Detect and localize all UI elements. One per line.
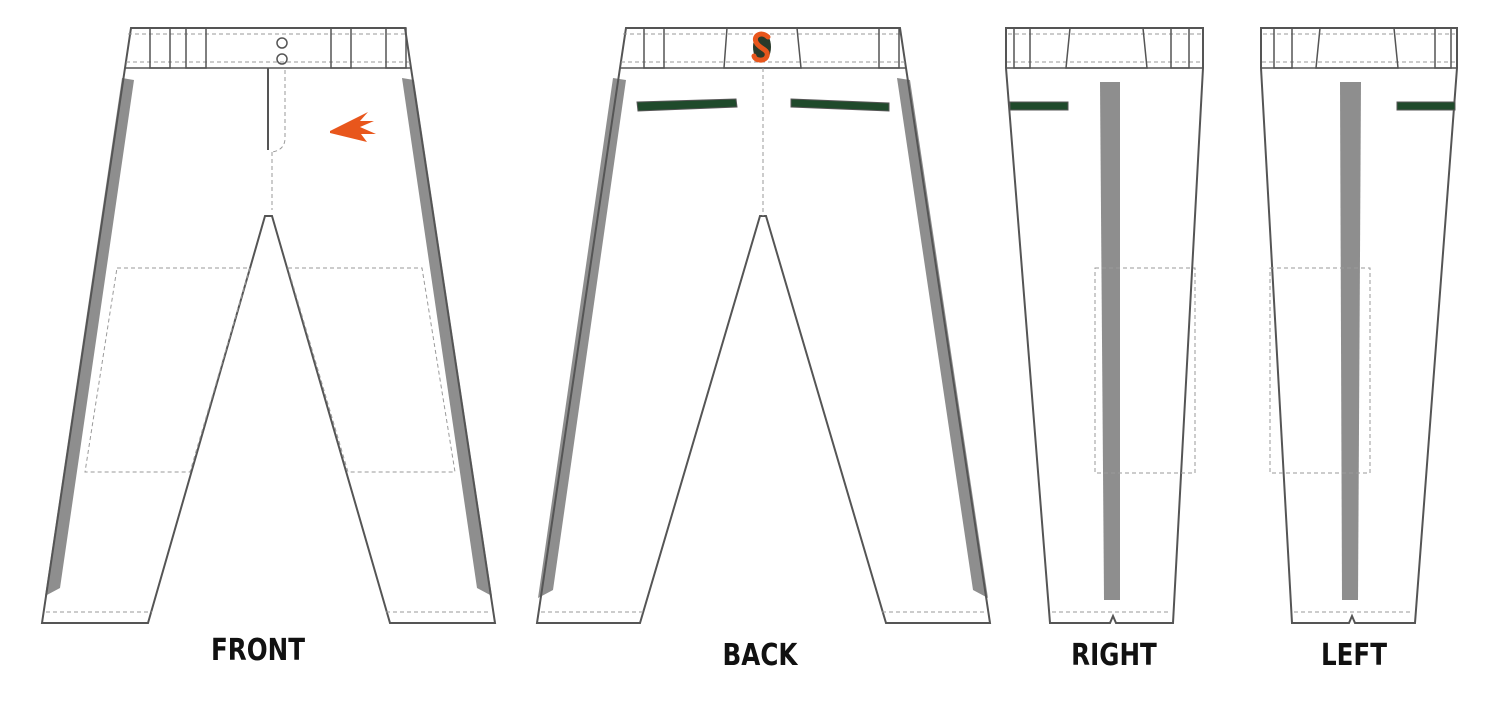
left-yoke-tab xyxy=(1315,27,1399,69)
front-button-top xyxy=(276,37,288,49)
back-belt-loop-left xyxy=(643,27,665,69)
left-knee-panel xyxy=(1269,267,1371,474)
back-view-label: BACK xyxy=(722,638,798,673)
left-belt-loop-back xyxy=(1273,27,1293,69)
right-pants-outline xyxy=(1005,27,1204,624)
front-belt-loop-1 xyxy=(149,27,171,69)
front-belt-loop-3 xyxy=(330,27,352,69)
front-belt-loop-2 xyxy=(185,27,207,69)
right-view-label: RIGHT xyxy=(1071,638,1157,673)
left-belt-loop-front xyxy=(1434,27,1452,69)
front-button-bottom xyxy=(276,53,288,65)
front-pants-outline xyxy=(40,27,497,624)
back-view xyxy=(535,27,992,624)
back-left-pocket-welt xyxy=(636,98,738,112)
right-yoke-tab xyxy=(1065,27,1148,69)
back-center-tab xyxy=(723,27,802,69)
front-fly-stitch xyxy=(271,70,286,153)
trident-arrow-icon xyxy=(330,112,376,142)
front-left-knee-panel xyxy=(84,267,251,473)
back-right-pocket-welt xyxy=(790,98,890,112)
left-pants-outline xyxy=(1260,27,1458,624)
back-right-side-stripe xyxy=(897,78,988,598)
front-belt-loop-4 xyxy=(385,27,407,69)
left-view xyxy=(1260,27,1458,624)
right-belt-loop-back xyxy=(1170,27,1190,69)
left-view-label: LEFT xyxy=(1320,638,1388,673)
left-pocket-welt xyxy=(1396,101,1456,111)
right-view xyxy=(1005,27,1204,624)
right-side-stripe xyxy=(1100,82,1120,600)
front-right-knee-panel xyxy=(287,267,456,473)
front-right-side-stripe xyxy=(402,78,492,596)
back-pants-outline xyxy=(535,27,992,624)
letter-s-icon xyxy=(751,31,771,63)
back-belt-loop-right xyxy=(878,27,900,69)
front-left-side-stripe xyxy=(45,78,134,596)
right-belt-loop-front xyxy=(1013,27,1031,69)
front-view-label: FRONT xyxy=(210,633,306,668)
right-pocket-welt xyxy=(1009,101,1069,111)
back-left-side-stripe xyxy=(538,78,626,598)
right-knee-panel xyxy=(1094,267,1196,474)
left-side-stripe xyxy=(1340,82,1361,600)
front-view xyxy=(40,27,497,624)
